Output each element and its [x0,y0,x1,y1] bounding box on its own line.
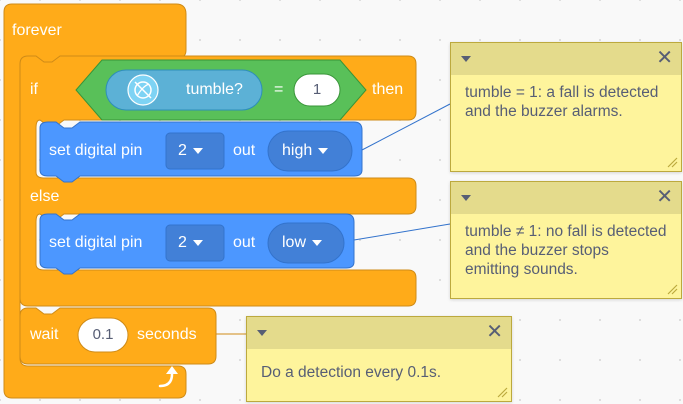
level-dropdown-low[interactable] [267,222,345,264]
wait-value: 0.1 [92,326,114,343]
chevron-down-icon[interactable] [257,330,267,336]
level-value: low [282,233,323,253]
comment-note[interactable]: ✕ tumble ≠ 1: no fall is detected and th… [450,181,682,299]
chevron-down-icon [312,239,323,246]
pin-value: 2 [178,233,203,253]
tumble-sensor-icon [127,74,159,106]
if-label: if [30,81,38,98]
close-icon[interactable]: ✕ [656,186,673,208]
out-label: out [233,234,256,251]
level-value: high [282,141,329,161]
condition-value-field[interactable] [293,73,341,107]
then-label: then [372,81,404,98]
resize-grip-icon[interactable] [666,156,678,168]
chevron-down-icon[interactable] [461,195,471,201]
comment-text[interactable]: tumble = 1: a fall is detected and the b… [465,84,659,120]
comment-header[interactable]: ✕ [451,182,681,214]
forever-label: forever [12,22,62,39]
pin-value: 2 [178,141,203,161]
comment-connector [353,223,451,241]
loop-arrow-icon [158,366,178,388]
sensor-label: tumble? [186,81,243,98]
comment-text[interactable]: tumble ≠ 1: no fall is detected and the … [465,223,667,278]
chevron-down-icon [192,147,203,154]
set-pin-label: set digital pin [49,142,143,159]
wait-label: wait [30,326,59,343]
out-label: out [233,142,256,159]
comment-header[interactable]: ✕ [451,43,681,75]
seconds-label: seconds [137,326,197,343]
set-pin-label: set digital pin [49,234,143,251]
comment-note[interactable]: ✕ tumble = 1: a fall is detected and the… [450,42,682,172]
close-icon[interactable]: ✕ [486,321,503,343]
resize-grip-icon[interactable] [666,283,678,295]
comment-connector [361,103,451,151]
level-dropdown-high[interactable] [267,130,353,172]
chevron-down-icon [318,147,329,154]
wait-value-field[interactable] [77,317,129,353]
comment-note[interactable]: ✕ Do a detection every 0.1s. [246,316,512,402]
comment-text[interactable]: Do a detection every 0.1s. [261,364,442,381]
resize-grip-icon[interactable] [496,386,508,398]
comment-header[interactable]: ✕ [247,317,511,349]
chevron-down-icon[interactable] [461,56,471,62]
else-label: else [30,188,60,205]
close-icon[interactable]: ✕ [656,47,673,69]
chevron-down-icon [192,239,203,246]
condition-value: 1 [312,81,322,98]
operator-label: = [274,81,284,98]
